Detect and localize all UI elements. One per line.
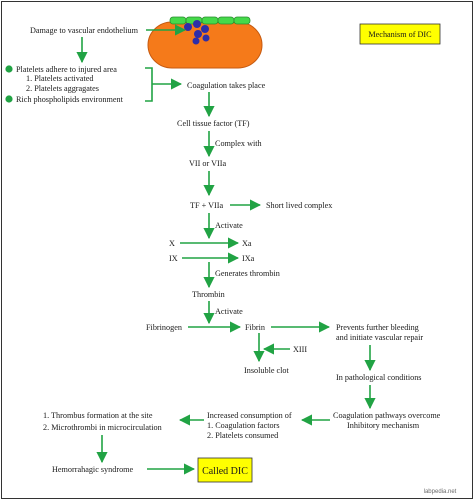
node-thrombus: 1. Thrombus formation at the site bbox=[43, 411, 153, 420]
endothelium-cells bbox=[169, 16, 251, 25]
node-insoluble: Insoluble clot bbox=[244, 366, 290, 375]
node-prevents: Prevents further bleeding bbox=[336, 323, 419, 332]
label-activate-2: Activate bbox=[215, 307, 243, 316]
node-fibrin: Fibrin bbox=[245, 323, 265, 332]
node-thrombin: Thrombin bbox=[192, 290, 225, 299]
node-hemorrhagic: Hemorrahagic syndrome bbox=[52, 465, 134, 474]
title-text: Mechanism of DIC bbox=[368, 30, 432, 39]
node-tf-viia: TF + VIIa bbox=[190, 201, 223, 210]
node-vii: VII or VIIa bbox=[189, 159, 226, 168]
node-rich-phospholipids: Rich phospholipids environment bbox=[16, 95, 124, 104]
node-increased: Increased consumption of bbox=[207, 411, 292, 420]
bullet-icon bbox=[5, 95, 13, 103]
node-coag-factors: 1. Coagulation factors bbox=[207, 421, 280, 430]
dic-box bbox=[197, 457, 253, 483]
node-coagulation: Coagulation takes place bbox=[187, 81, 266, 90]
label-activate-1: Activate bbox=[215, 221, 243, 230]
node-initiate-repair: and initiate vascular repair bbox=[336, 333, 423, 342]
node-damage: Damage to vascular endothelium bbox=[30, 26, 139, 35]
node-platelets-consumed: 2. Platelets consumed bbox=[207, 431, 278, 440]
node-fibrinogen: Fibrinogen bbox=[146, 323, 182, 332]
node-platelets-aggregates: 2. Platelets aggragates bbox=[26, 84, 99, 93]
node-tf: Cell tissue factor (TF) bbox=[177, 119, 250, 128]
bracket bbox=[145, 67, 153, 102]
node-ixa: IXa bbox=[242, 254, 255, 263]
label-complex-with: Complex with bbox=[215, 139, 262, 148]
blood-vessel-illustration bbox=[147, 16, 263, 69]
node-inhibitory: Inhibitory mechanism bbox=[347, 421, 420, 430]
node-pathways-overcome: Coagulation pathways overcome bbox=[333, 411, 441, 420]
watermark: labpedia.net bbox=[424, 489, 457, 495]
label-generates-thrombin: Generates thrombin bbox=[215, 269, 280, 278]
node-short-lived: Short lived complex bbox=[266, 201, 332, 210]
node-pathological: In pathological conditions bbox=[336, 373, 422, 382]
node-platelets-adhere: Platelets adhere to injured area bbox=[16, 65, 117, 74]
node-microthrombi: 2. Microthrombi in microcirculation bbox=[43, 423, 162, 432]
node-x: X bbox=[169, 239, 175, 248]
platelet-cluster bbox=[184, 20, 210, 45]
node-called-dic: Called DIC bbox=[202, 466, 248, 477]
bullet-icon bbox=[5, 65, 13, 73]
node-platelets-activated: 1. Platelets activated bbox=[26, 74, 94, 83]
node-ix: IX bbox=[169, 254, 178, 263]
node-xa: Xa bbox=[242, 239, 252, 248]
title-box bbox=[359, 23, 441, 45]
node-xiii: XIII bbox=[293, 345, 307, 354]
